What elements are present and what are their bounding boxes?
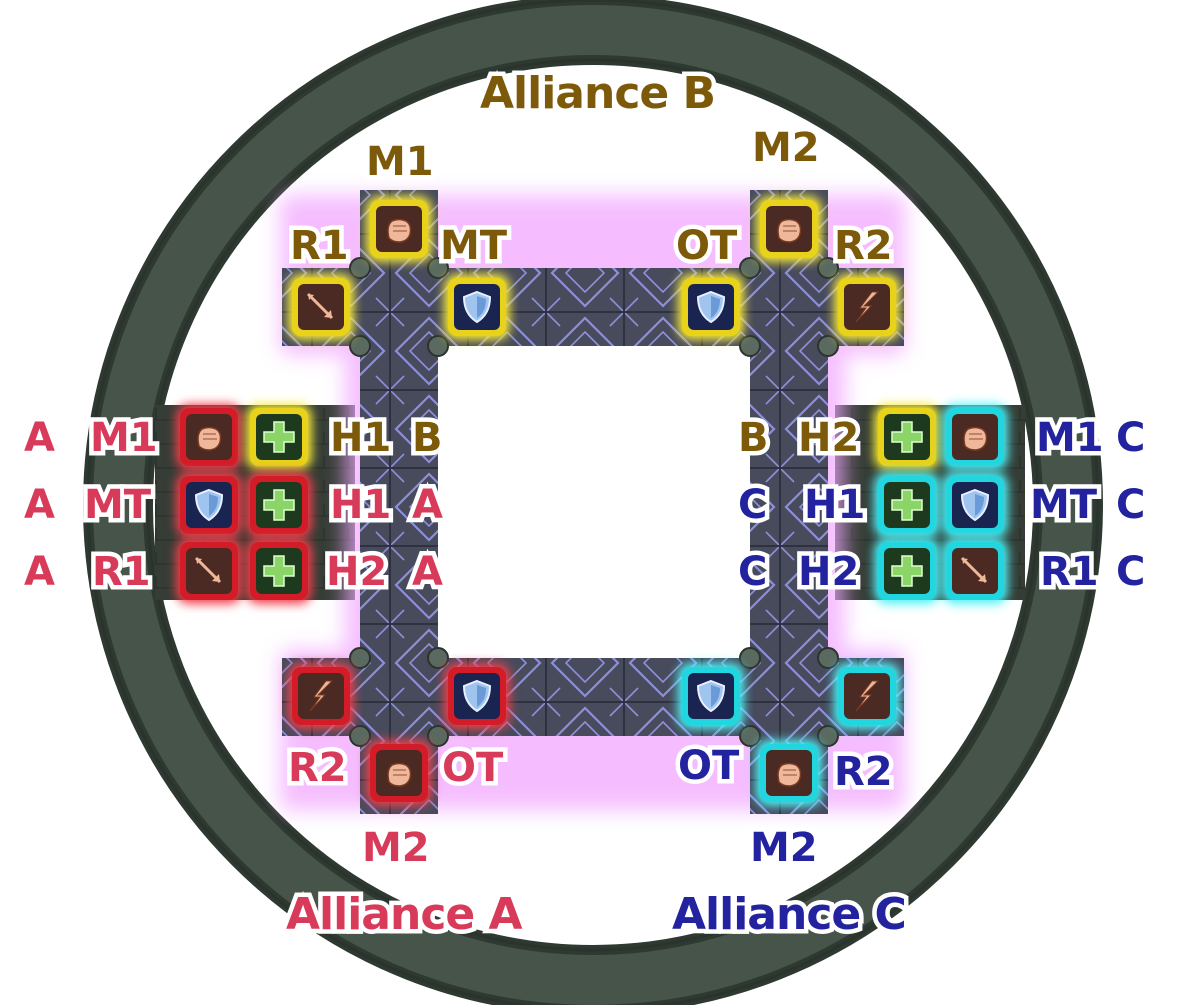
c-h1-slot [878, 476, 936, 534]
a-h1-slot [250, 476, 308, 534]
west-row1-right-role: H1 [325, 414, 395, 463]
east-row1-tag: B [734, 414, 773, 463]
shield-icon [454, 284, 500, 330]
c-m2-slot [760, 744, 818, 802]
a-m2-label: M2 [358, 824, 435, 873]
shield-icon [186, 482, 232, 528]
c-r2-slot [838, 667, 896, 725]
east-row3-left-role: H2 [793, 548, 863, 597]
arrow-icon [298, 284, 344, 330]
b-mt-slot [448, 278, 506, 336]
c-m2-label: M2 [746, 824, 823, 873]
pillars [349, 257, 839, 747]
c-ot-label: OT [673, 742, 743, 791]
a-r1-slot [180, 542, 238, 600]
east-row2-left-role: H1 [799, 481, 869, 530]
lightning-icon [844, 284, 890, 330]
b-r1-slot [292, 278, 350, 336]
west-row1-tag: A [20, 414, 60, 463]
a-m1-slot [180, 408, 238, 466]
west-row1-role: M1 [86, 414, 163, 463]
west-row3-right-role: H2 [321, 548, 391, 597]
cross-icon [884, 482, 930, 528]
b-m1-slot [370, 200, 428, 258]
fist-icon [376, 206, 422, 252]
b-mt-label: MT [435, 222, 511, 271]
cross-icon [256, 482, 302, 528]
east-row3-right: C [1111, 548, 1149, 597]
a-h2-slot [250, 542, 308, 600]
fist-icon [186, 414, 232, 460]
b-ot-label: OT [671, 222, 741, 271]
a-mt-slot [180, 476, 238, 534]
b-h2-slot [878, 408, 936, 466]
b-h1-slot [250, 408, 308, 466]
c-mt-slot [946, 476, 1004, 534]
a-ot-slot [448, 667, 506, 725]
shield-icon [688, 284, 734, 330]
lightning-icon [298, 673, 344, 719]
west-row1-right-tag: B [408, 414, 447, 463]
lightning-icon [844, 673, 890, 719]
east-row1-right: C [1111, 414, 1149, 463]
b-m2-slot [760, 200, 818, 258]
fist-icon [952, 414, 998, 460]
east-row3-tag: C [733, 548, 771, 597]
cross-icon [884, 548, 930, 594]
east-row3-role: R1 [1036, 548, 1104, 597]
a-ot-label: OT [437, 744, 507, 793]
west-row2-right-tag: A [408, 481, 448, 530]
shield-icon [688, 673, 734, 719]
square-walkway [282, 190, 904, 814]
east-row2-role: MT [1025, 481, 1101, 530]
b-r2-slot [838, 278, 896, 336]
shield-icon [952, 482, 998, 528]
c-r1-slot [946, 542, 1004, 600]
west-row3-right-tag: A [408, 548, 448, 597]
west-row3-tag: A [20, 548, 60, 597]
arrow-icon [952, 548, 998, 594]
b-m2-label: M2 [748, 124, 825, 173]
fist-icon [766, 750, 812, 796]
fist-icon [376, 750, 422, 796]
b-r2-label: R2 [830, 222, 898, 271]
b-m1-label: M1 [362, 138, 439, 187]
east-row2-right: C [1111, 481, 1149, 530]
east-row1-left-role: H2 [793, 414, 863, 463]
c-h2-slot [878, 542, 936, 600]
a-m2-slot [370, 744, 428, 802]
west-row2-right-role: H1 [325, 481, 395, 530]
alliance-a-title: Alliance A [282, 888, 528, 941]
alliance-b-title: Alliance B [475, 67, 720, 120]
c-ot-slot [682, 667, 740, 725]
fist-icon [766, 206, 812, 252]
shield-icon [454, 673, 500, 719]
b-r1-label: R1 [286, 222, 354, 271]
west-row2-role: MT [79, 481, 155, 530]
a-r2-slot [292, 667, 350, 725]
alliance-c-title: Alliance C [668, 888, 912, 941]
cross-icon [884, 414, 930, 460]
east-row2-tag: C [733, 481, 771, 530]
c-m1-slot [946, 408, 1004, 466]
arrow-icon [186, 548, 232, 594]
a-r2-label: R2 [284, 744, 352, 793]
east-row1-role: M1 [1032, 414, 1109, 463]
west-row2-tag: A [20, 481, 60, 530]
cross-icon [256, 548, 302, 594]
c-r2-label: R2 [830, 748, 898, 797]
west-row3-role: R1 [88, 548, 156, 597]
b-ot-slot [682, 278, 740, 336]
cross-icon [256, 414, 302, 460]
